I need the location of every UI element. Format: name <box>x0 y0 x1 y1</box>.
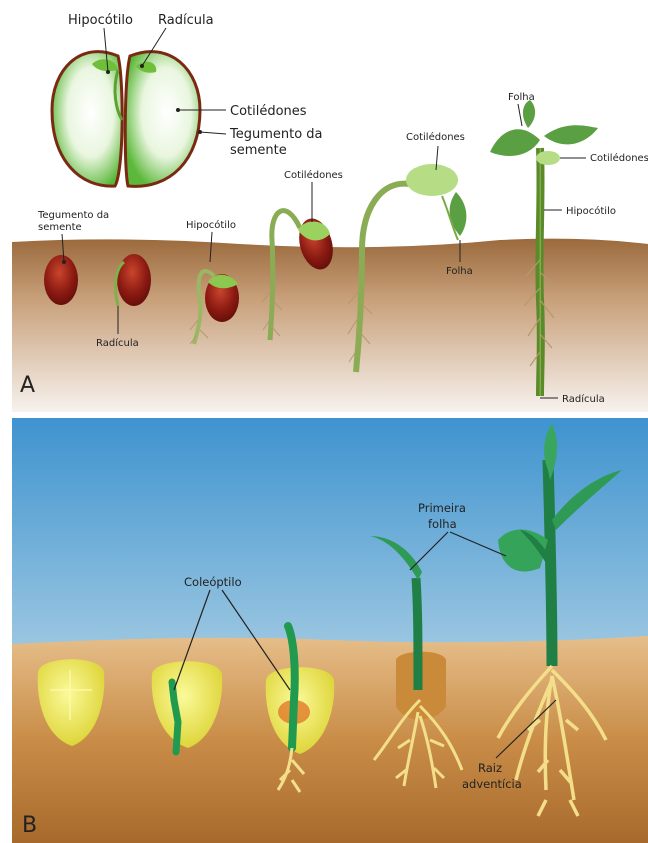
label-radicle: Radícula <box>158 13 214 28</box>
stage3-label-hypocotyl: Hipocótilo <box>186 219 236 231</box>
pointer-dot <box>62 260 66 264</box>
pointer-dot <box>198 130 202 134</box>
stage6-label-radicle: Radícula <box>562 393 605 405</box>
label-hypocotyl: Hipocótilo <box>68 13 133 28</box>
label-root-line2: adventícia <box>462 777 522 791</box>
stage5-label-cotyledons: Cotilédones <box>406 131 465 143</box>
stage6-label-leaf: Folha <box>508 92 535 103</box>
label-cotyledons: Cotilédones <box>230 104 307 119</box>
panel-a: Hipocótilo Radícula Cotilédones Tegument… <box>0 0 648 412</box>
label-seed-coat-line2: semente <box>230 143 287 158</box>
panel-a-soil <box>12 239 648 412</box>
stage6-label-cotyledons: Cotilédones <box>590 152 648 164</box>
panel-b: Coleóptilo Primeira folha Raiz adventíci… <box>12 418 648 843</box>
stage1-label-seed-coat-line1: Tegumento da <box>37 210 109 221</box>
label-coleoptile: Coleóptilo <box>184 575 242 589</box>
stage1-label-seed-coat-line2: semente <box>38 222 82 233</box>
panel-b-letter: B <box>22 813 37 838</box>
label-root-line1: Raiz <box>478 761 502 775</box>
label-first-leaf-line2: folha <box>428 517 457 531</box>
stage6-label-hypocotyl: Hipocótilo <box>566 205 616 217</box>
large-seed-cross-section <box>52 52 200 187</box>
stem <box>416 578 418 690</box>
stage5-label-leaf: Folha <box>446 266 473 277</box>
label-seed-coat-line1: Tegumento da <box>229 127 323 142</box>
cotyledon-open <box>406 164 458 196</box>
bean-seed <box>44 255 78 305</box>
cotyledon-small <box>536 151 560 165</box>
stage2-label-radicle: Radícula <box>96 337 139 349</box>
label-first-leaf-line1: Primeira <box>418 501 466 515</box>
pointer-dot <box>140 64 144 68</box>
stage4-label-cotyledons: Cotilédones <box>284 169 343 181</box>
panel-a-letter: A <box>20 373 35 398</box>
pointer-dot <box>106 70 110 74</box>
pointer-dot <box>176 108 180 112</box>
